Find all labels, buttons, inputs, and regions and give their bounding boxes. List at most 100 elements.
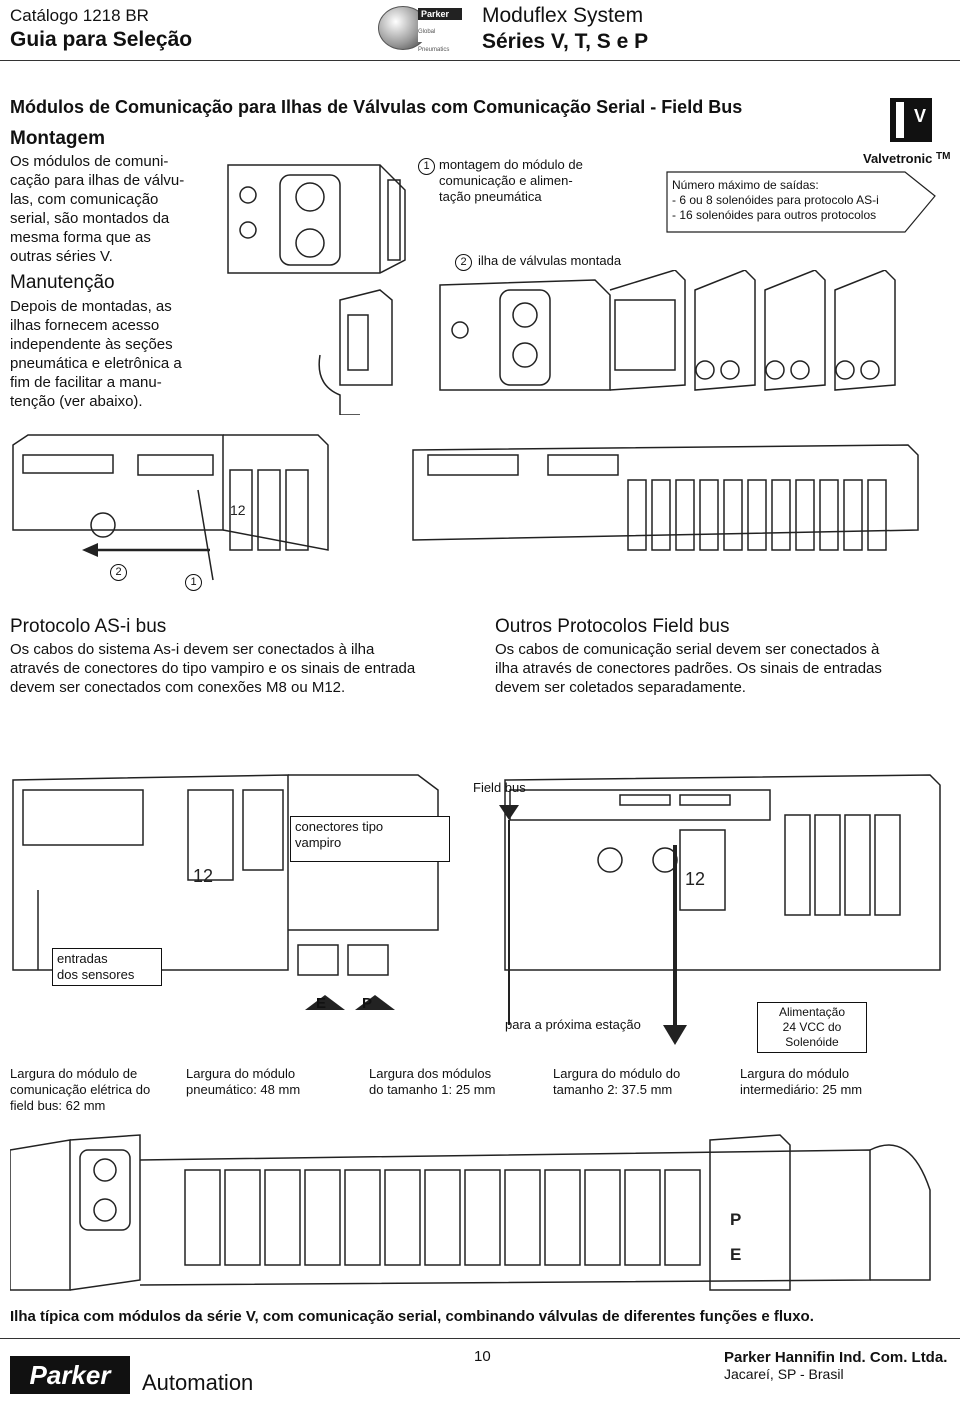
system-name: Moduflex System (482, 4, 644, 27)
callout-number-2: 2 (455, 254, 472, 271)
montagem-text: Os módulos de comuni- cação para ilhas d… (10, 152, 190, 266)
company-city: Jacareí, SP - Brasil (724, 1366, 844, 1382)
svg-text:V: V (914, 106, 926, 126)
section-title: Módulos de Comunicação para Ilhas de Vál… (10, 97, 743, 117)
montagem-line: las, com comunicação (10, 191, 159, 208)
alimentacao-callout: Alimentação 24 VCC do Solenóide (757, 1002, 867, 1053)
asi-island-drawing: 12 (12, 434, 329, 581)
field-bus-arrow (499, 805, 519, 1025)
company-name: Parker Hannifin Ind. Com. Ltda. (724, 1349, 948, 1366)
e-label: E (316, 995, 327, 1012)
catalog-number: Catálogo 1218 BR (10, 6, 149, 25)
asi-title: Protocolo AS-i bus (10, 616, 167, 637)
vampiro-callout: conectores tipo vampiro (290, 816, 450, 862)
mount-text: montagem do módulo de comunicação e alim… (439, 157, 639, 205)
outros-text: Os cabos de comunicação serial devem ser… (495, 640, 955, 697)
island-label: ilha de válvulas montada (478, 253, 622, 268)
width-label-size1: Largura dos módulos do tamanho 1: 25 mm (369, 1066, 539, 1098)
width-line: tamanho 2: 37.5 mm (553, 1082, 673, 1097)
p-label: P (362, 995, 373, 1012)
svg-text:12: 12 (193, 866, 213, 886)
montagem-title: Montagem (10, 128, 105, 149)
manutencao-line: independente às seções (10, 336, 173, 353)
division-label: Automation (142, 1370, 254, 1395)
vampiro-line-2: vampiro (295, 835, 342, 850)
parker-logo: Parker (10, 1356, 130, 1394)
callout-number-1: 1 (418, 158, 435, 175)
valve-island-drawing (439, 270, 896, 391)
vampiro-line-1: conectores tipo (295, 819, 384, 834)
alim-line-2: 24 VCC do (782, 1020, 842, 1034)
manutencao-line: fim de facilitar a manu- (10, 374, 162, 391)
mount-line: comunicação e alimen- (439, 173, 573, 188)
montagem-line: serial, são montados da (10, 210, 170, 227)
width-label-comm: Largura do módulo de comunicação elétric… (10, 1066, 180, 1114)
manutencao-line: tenção (ver abaixo). (10, 393, 143, 410)
e-p-arrows (305, 995, 395, 1010)
manutencao-line: ilhas fornecem acesso (10, 317, 160, 334)
width-line: pneumático: 48 mm (186, 1082, 301, 1097)
width-line: Largura do módulo (186, 1066, 296, 1081)
manutencao-line: pneumática e eletrônica a (10, 355, 182, 372)
max-outputs-text: Número máximo de saídas: - 6 ou 8 solenó… (672, 178, 879, 223)
svg-text:P: P (730, 1210, 741, 1229)
asi-line: devem ser conectados com conexões M8 ou … (10, 679, 346, 696)
fieldbus-detail-drawing: 12 (504, 774, 941, 971)
typical-island-drawing: PE (10, 1134, 931, 1291)
width-line: Largura do módulo do (553, 1066, 681, 1081)
montagem-line: cação para ilhas de válvu- (10, 172, 185, 189)
outros-line: Os cabos de comunicação serial devem ser… (495, 641, 880, 658)
badge-parker-text: Parker (418, 8, 462, 20)
page-number: 10 (474, 1348, 491, 1365)
fieldbus-island-drawing (412, 444, 919, 551)
valvetronic-name: Valvetronic (863, 151, 933, 166)
valvetronic-label: Valvetronic TM (863, 151, 950, 166)
alim-line-3: Solenóide (785, 1035, 839, 1049)
svg-text:E: E (730, 1245, 741, 1264)
manutencao-line: Depois de montadas, as (10, 298, 172, 315)
max-outputs-line-1: - 6 ou 8 solenóides para protocolo AS-i (672, 193, 879, 207)
arrow-number-2: 2 (110, 562, 133, 581)
mount-line: montagem do módulo de (439, 157, 583, 172)
manutencao-title: Manutenção (10, 272, 115, 293)
outros-line: devem ser coletados separadamente. (495, 679, 746, 696)
max-outputs-callout-shape (666, 171, 936, 233)
callout-mount: 1 montagem do módulo de comunicação e al… (418, 157, 583, 204)
entradas-line-1: entradas (57, 951, 108, 966)
width-line: Largura do módulo (740, 1066, 850, 1081)
asi-line: Os cabos do sistema As-i devem ser conec… (10, 641, 375, 658)
montagem-line: mesma forma que as (10, 229, 151, 246)
width-line: Largura do módulo de (10, 1066, 138, 1081)
asi-line: através de conectores do tipo vampiro e … (10, 660, 416, 677)
width-line: field bus: 62 mm (10, 1098, 106, 1113)
svg-text:12: 12 (230, 502, 246, 518)
footer-divider (0, 1338, 960, 1339)
asi-text: Os cabos do sistema As-i devem ser conec… (10, 640, 470, 697)
series-name: Séries V, T, S e P (482, 30, 649, 53)
badge-sub-text: Global Pneumatics (418, 29, 450, 53)
outros-title: Outros Protocolos Field bus (495, 616, 730, 637)
width-line: Largura dos módulos (369, 1066, 492, 1081)
width-line: do tamanho 1: 25 mm (369, 1082, 496, 1097)
entradas-line-2: dos sensores (57, 967, 135, 982)
guide-title: Guia para Seleção (10, 28, 193, 51)
field-bus-label: Field bus (473, 780, 526, 795)
outros-line: ilha através de conectores padrões. Os s… (495, 660, 882, 677)
callout-island: 2 ilha de válvulas montada (455, 253, 621, 271)
asi-detail-drawing: 12 (12, 774, 439, 976)
entradas-callout: entradas dos sensores (52, 948, 162, 986)
parker-global-badge: Parker Global Pneumatics (418, 8, 466, 53)
max-outputs-title: Número máximo de saídas: (672, 178, 819, 192)
proxima-arrow (663, 845, 687, 1045)
maintenance-arrows (82, 543, 210, 557)
width-label-intermediate: Largura do módulo intermediário: 25 mm (740, 1066, 910, 1098)
width-line: comunicação elétrica do (10, 1082, 151, 1097)
manutencao-text: Depois de montadas, as ilhas fornecem ac… (10, 297, 195, 411)
comm-module-drawing (227, 164, 406, 415)
montagem-line: Os módulos de comuni- (10, 153, 169, 170)
max-outputs-line-2: - 16 solenóides para outros protocolos (672, 208, 877, 222)
trademark: TM (936, 151, 951, 162)
alim-line-1: Alimentação (778, 1005, 846, 1019)
figure-caption: Ilha típica com módulos da série V, com … (10, 1308, 814, 1325)
svg-text:12: 12 (685, 869, 705, 889)
